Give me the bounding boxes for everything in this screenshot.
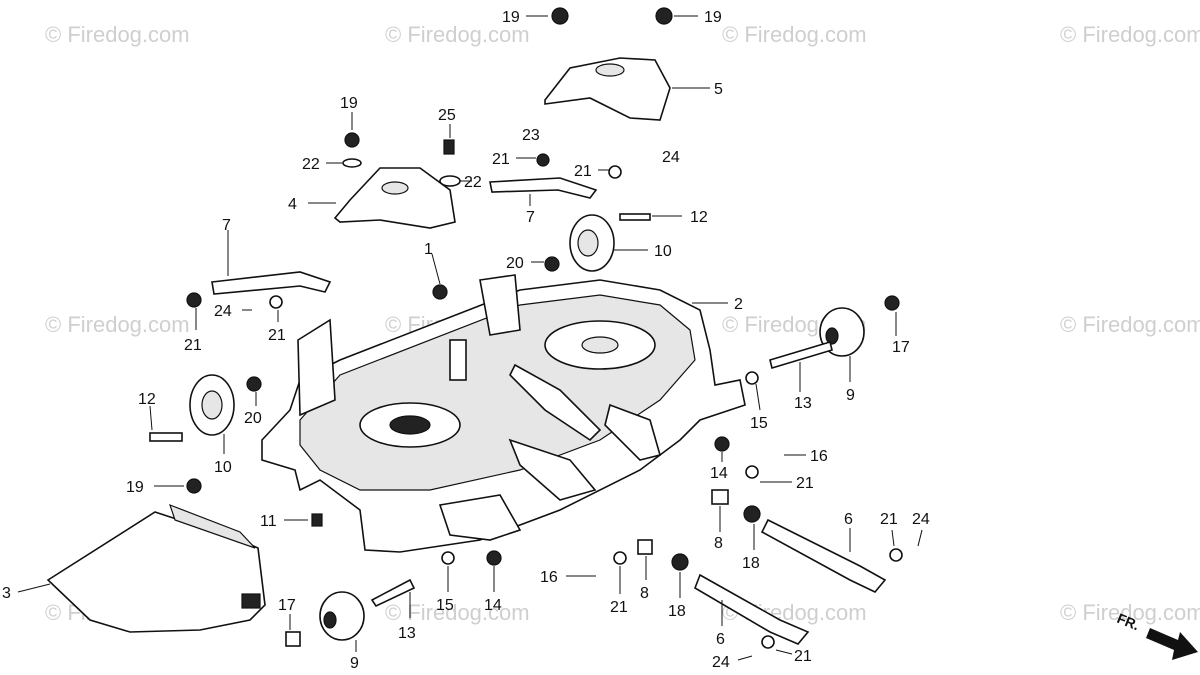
watermark: © Firedog.com bbox=[722, 22, 867, 47]
callout-7: 7 bbox=[526, 209, 535, 226]
callout-14: 14 bbox=[710, 465, 728, 482]
callout-21: 21 bbox=[880, 511, 898, 528]
callout-20: 20 bbox=[506, 255, 524, 272]
callout-19: 19 bbox=[340, 95, 358, 112]
callout-10: 10 bbox=[654, 243, 672, 260]
brackets bbox=[211, 177, 598, 295]
callout-13: 13 bbox=[794, 395, 812, 412]
callout-23: 23 bbox=[522, 127, 540, 144]
callout-7: 7 bbox=[222, 217, 231, 234]
watermark: © Firedog.com bbox=[1060, 312, 1200, 337]
callout-21: 21 bbox=[796, 475, 814, 492]
callout-19: 19 bbox=[502, 9, 520, 26]
callout-22: 22 bbox=[302, 156, 320, 173]
callout-21: 21 bbox=[794, 648, 812, 665]
leader-lines bbox=[17, 15, 923, 661]
callout-21: 21 bbox=[492, 151, 510, 168]
callout-16: 16 bbox=[540, 569, 558, 586]
callout-10: 10 bbox=[214, 459, 232, 476]
callout-3: 3 bbox=[2, 585, 11, 602]
callout-19: 19 bbox=[126, 479, 144, 496]
pulley-covers bbox=[333, 57, 671, 229]
callout-1: 1 bbox=[424, 241, 433, 258]
watermark: © Firedog.com bbox=[1060, 22, 1200, 47]
callout-22: 22 bbox=[464, 174, 482, 191]
idler-pulleys bbox=[189, 214, 615, 436]
callout-15: 15 bbox=[436, 597, 454, 614]
discharge-chute bbox=[46, 503, 266, 633]
watermark: © Firedog.com bbox=[385, 600, 530, 625]
callout-24: 24 bbox=[912, 511, 930, 528]
callout-9: 9 bbox=[846, 387, 855, 404]
hardware bbox=[149, 7, 903, 649]
callout-18: 18 bbox=[668, 603, 686, 620]
watermark: © Firedog.com bbox=[45, 22, 190, 47]
callout-24: 24 bbox=[662, 149, 680, 166]
callout-14: 14 bbox=[484, 597, 502, 614]
callout-5: 5 bbox=[714, 81, 723, 98]
callout-6: 6 bbox=[716, 631, 725, 648]
callout-12: 12 bbox=[690, 209, 708, 226]
callout-20: 20 bbox=[244, 410, 262, 427]
callout-21: 21 bbox=[610, 599, 628, 616]
callout-21: 21 bbox=[574, 163, 592, 180]
callout-9: 9 bbox=[350, 655, 359, 672]
callout-15: 15 bbox=[750, 415, 768, 432]
callout-8: 8 bbox=[714, 535, 723, 552]
callout-6: 6 bbox=[844, 511, 853, 528]
callout-19: 19 bbox=[704, 9, 722, 26]
watermark: © Firedog.com bbox=[385, 22, 530, 47]
gauge-wheels bbox=[319, 307, 865, 641]
callout-17: 17 bbox=[278, 597, 296, 614]
mower-deck bbox=[261, 274, 746, 553]
callout-2: 2 bbox=[734, 296, 743, 313]
callout-8: 8 bbox=[640, 585, 649, 602]
height-arms bbox=[370, 340, 887, 645]
direction-label: FR. bbox=[1115, 610, 1142, 633]
watermark: © Firedog.com bbox=[1060, 600, 1200, 625]
callout-17: 17 bbox=[892, 339, 910, 356]
watermark: © Firedog.com bbox=[45, 312, 190, 337]
callout-24: 24 bbox=[712, 654, 730, 671]
callout-18: 18 bbox=[742, 555, 760, 572]
callout-21: 21 bbox=[268, 327, 286, 344]
callout-25: 25 bbox=[438, 107, 456, 124]
callout-4: 4 bbox=[288, 196, 297, 213]
callout-12: 12 bbox=[138, 391, 156, 408]
forward-arrow-icon bbox=[1146, 628, 1198, 660]
callout-11: 11 bbox=[260, 513, 277, 530]
callout-13: 13 bbox=[398, 625, 416, 642]
callout-21: 21 bbox=[184, 337, 202, 354]
callouts: 19 19 5 19 25 22 23 21 21 24 22 4 7 12 7… bbox=[2, 9, 930, 672]
forward-direction-indicator: FR. bbox=[1115, 610, 1198, 660]
callout-16: 16 bbox=[810, 448, 828, 465]
callout-24: 24 bbox=[214, 303, 232, 320]
